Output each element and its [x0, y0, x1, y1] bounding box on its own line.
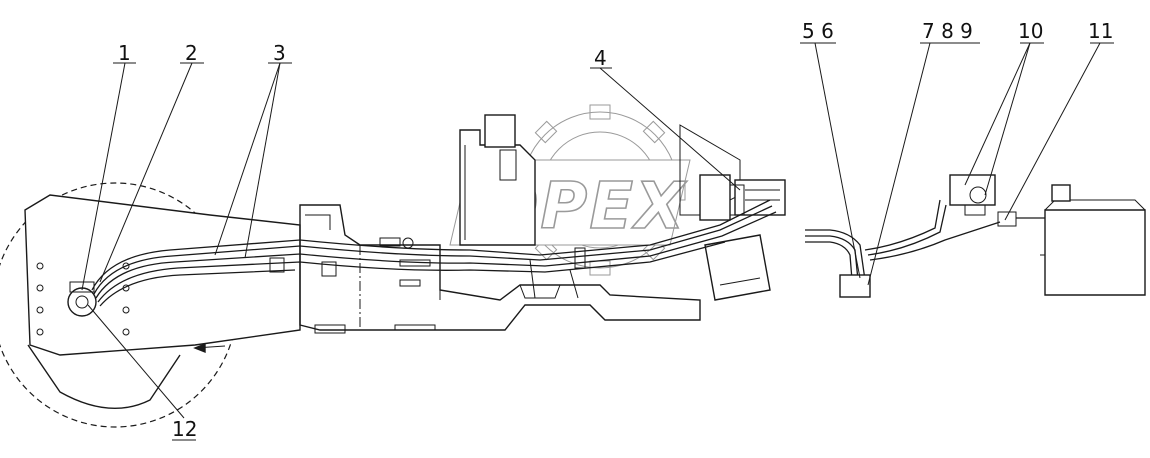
callout-labels: 1 2 3 4 5 6 7 8 9 10 11 12 [118, 19, 1113, 441]
pump-valve-assembly [805, 174, 1146, 298]
hose-bundle-main [91, 199, 777, 307]
callout-12: 12 [172, 417, 197, 441]
chassis-frame [299, 114, 786, 334]
callout-11: 11 [1088, 19, 1113, 43]
callout-7-8-9: 7 8 9 [922, 19, 973, 43]
callout-2: 2 [185, 41, 198, 65]
pump-unit-10 [949, 174, 996, 206]
callout-10: 10 [1018, 19, 1043, 43]
bolt-holes-left [36, 262, 44, 336]
callout-3: 3 [273, 41, 286, 65]
callout-4: 4 [594, 46, 607, 70]
callout-5-6: 5 6 [802, 19, 834, 43]
hydraulic-tank [1044, 209, 1146, 296]
boom-drum-assembly [0, 182, 301, 428]
fitting-11 [997, 211, 1017, 227]
callout-1: 1 [118, 41, 131, 65]
leader-lines [81, 42, 1114, 441]
valve-block-5-6 [839, 274, 871, 298]
